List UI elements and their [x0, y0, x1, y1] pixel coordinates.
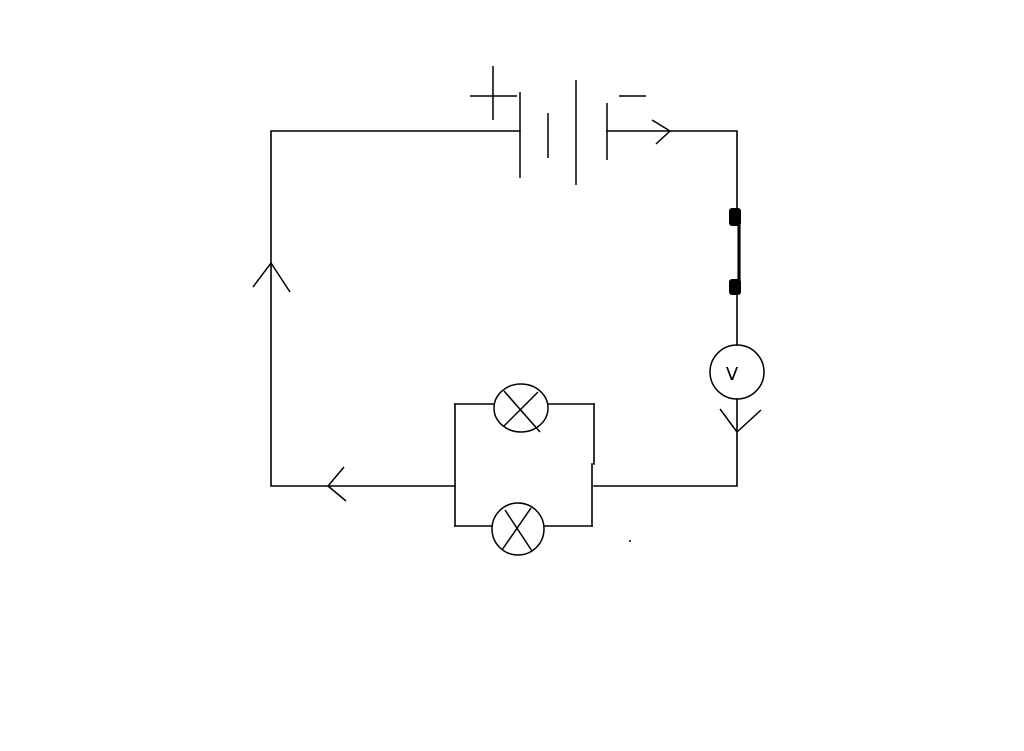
wire-bottom-right [593, 398, 738, 487]
voltmeter-label: V [726, 364, 739, 385]
arrow-right-icon [651, 119, 672, 145]
wires [270, 130, 738, 487]
wire-top-left [270, 130, 521, 487]
positive-terminal-sign [470, 66, 517, 120]
lamp-icon [493, 383, 549, 433]
push-switch [729, 208, 741, 295]
arrow-up-icon [252, 261, 291, 293]
wire-top-right [606, 130, 738, 213]
voltmeter: V [709, 344, 765, 400]
stray-dot [629, 540, 631, 542]
arrow-left-icon [326, 466, 347, 502]
lamp-icon [491, 502, 545, 556]
arrow-down-icon [719, 408, 762, 434]
parallel-lamp-block [454, 383, 595, 556]
battery [519, 80, 608, 185]
current-direction-arrows [252, 119, 762, 502]
